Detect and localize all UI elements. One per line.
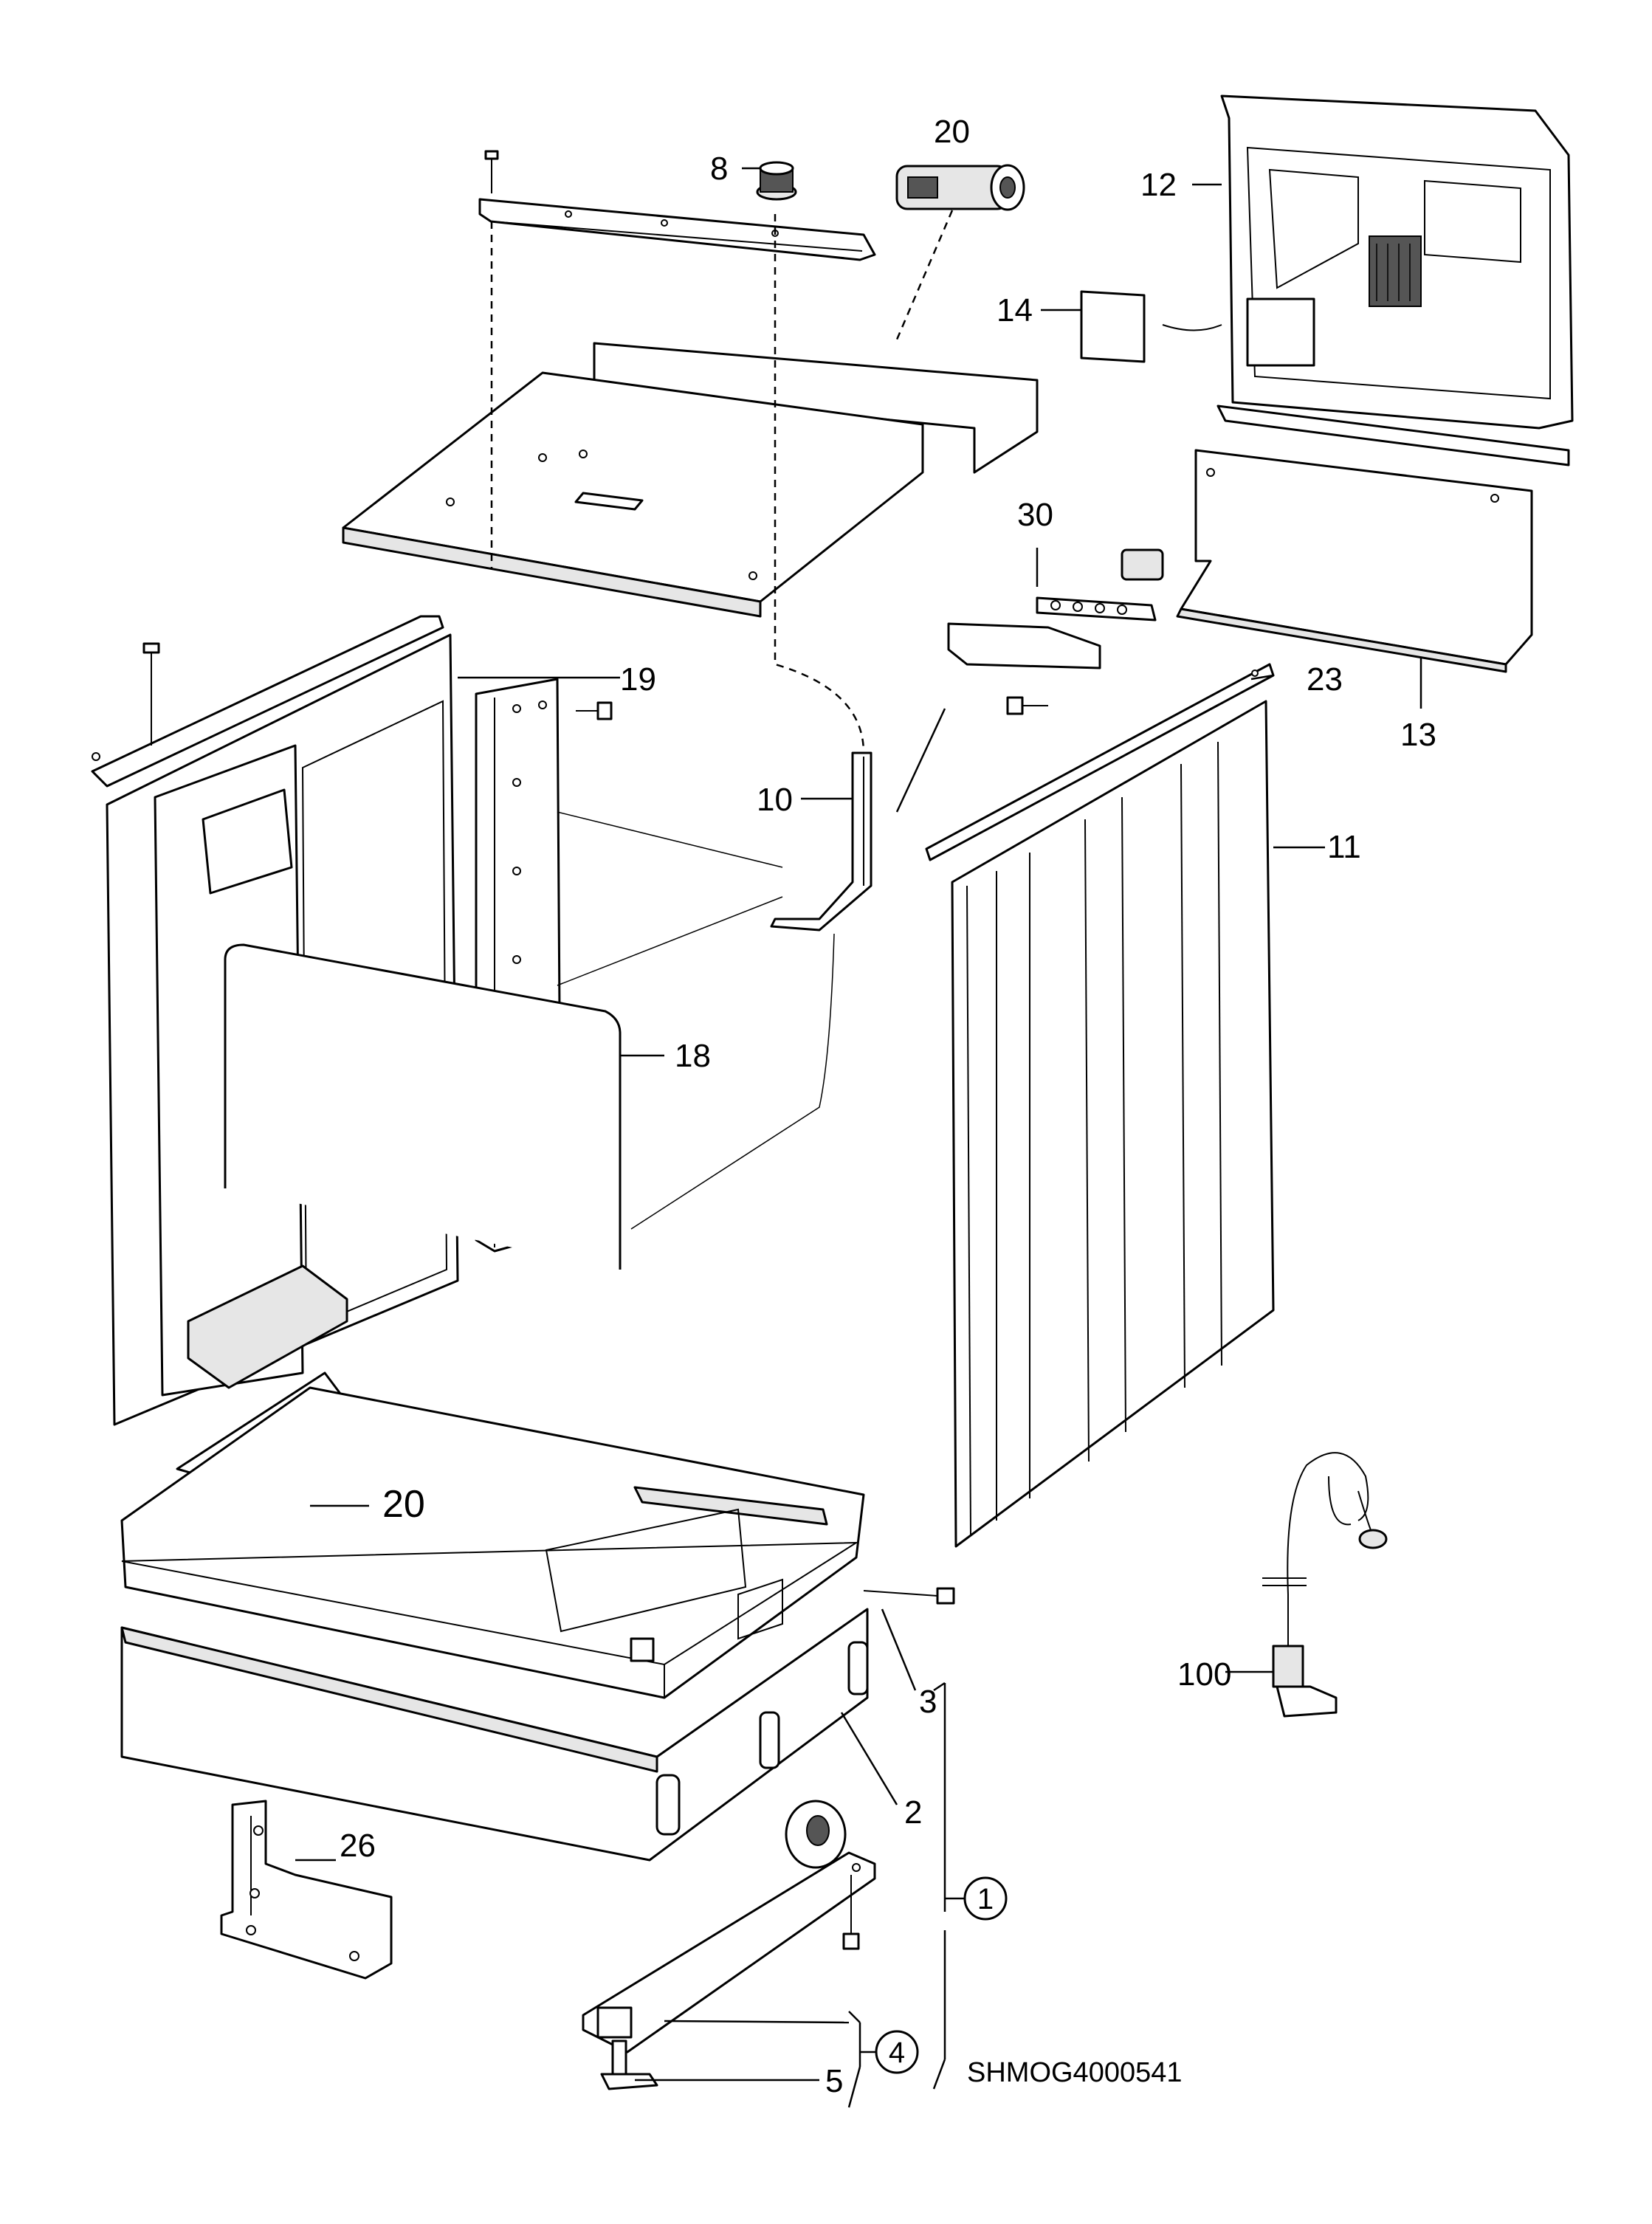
plinth-part-2: [120, 1608, 869, 1862]
tray-part-13: [1176, 404, 1570, 673]
callout-20-top: 20: [934, 114, 970, 150]
callout-26: 26: [340, 1828, 376, 1864]
power-cord-part-100: [1262, 1452, 1388, 1718]
callout-23: 23: [1307, 661, 1343, 698]
vent-grille: [1376, 244, 1411, 301]
callout-11: 11: [1327, 829, 1361, 865]
terminal-block-part-30: [947, 548, 1164, 669]
l-bracket-part-26: [220, 1800, 393, 1980]
callout-19: 19: [620, 661, 656, 698]
callout-14: 14: [997, 292, 1033, 328]
callout-8: 8: [710, 151, 728, 187]
side-screw: [1006, 696, 1048, 715]
u-frame-part-18: [224, 943, 622, 1270]
callout-2: 2: [904, 1794, 922, 1831]
back-panel-part-12: [1220, 94, 1574, 430]
callout-18: 18: [675, 1038, 711, 1074]
base-frame: [120, 1386, 865, 1699]
callout-4: 4: [889, 2037, 905, 2069]
base-screw: [863, 1587, 955, 1605]
callout-4-circle: 4: [860, 2030, 919, 2074]
callout-30: 30: [1017, 497, 1053, 533]
drawing-code: SHMOG4000541: [967, 2057, 1183, 2088]
callout-5: 5: [825, 2063, 843, 2099]
callout-100: 100: [1177, 1656, 1231, 1693]
callout-1: 1: [977, 1883, 994, 1915]
callout-12: 12: [1140, 167, 1177, 203]
fan-motor-part-20-top: [895, 164, 1025, 211]
callout-20-bottom: 20: [382, 1483, 425, 1526]
callout-leaders: [295, 167, 1422, 2108]
bracket-part-10: [770, 708, 946, 932]
side-panel-part-11: [951, 700, 1275, 1548]
adjustable-foot-part-5: [600, 2039, 658, 2090]
small-cover-part-14: [1080, 290, 1222, 363]
foot-screw: [842, 1875, 860, 1950]
top-cover: [342, 342, 1039, 618]
callout-13: 13: [1400, 717, 1436, 753]
knob-part-8: [756, 161, 797, 201]
callout-1-circle: 1: [945, 1876, 1008, 1921]
front-frame-left: [91, 615, 444, 788]
foot-rail-part-4: [582, 1800, 876, 2053]
callout-10: 10: [757, 782, 793, 818]
column-screw: [576, 701, 613, 720]
callout-3: 3: [919, 1684, 937, 1720]
rail-screw: [484, 150, 499, 193]
top-front-rail: [478, 198, 876, 261]
